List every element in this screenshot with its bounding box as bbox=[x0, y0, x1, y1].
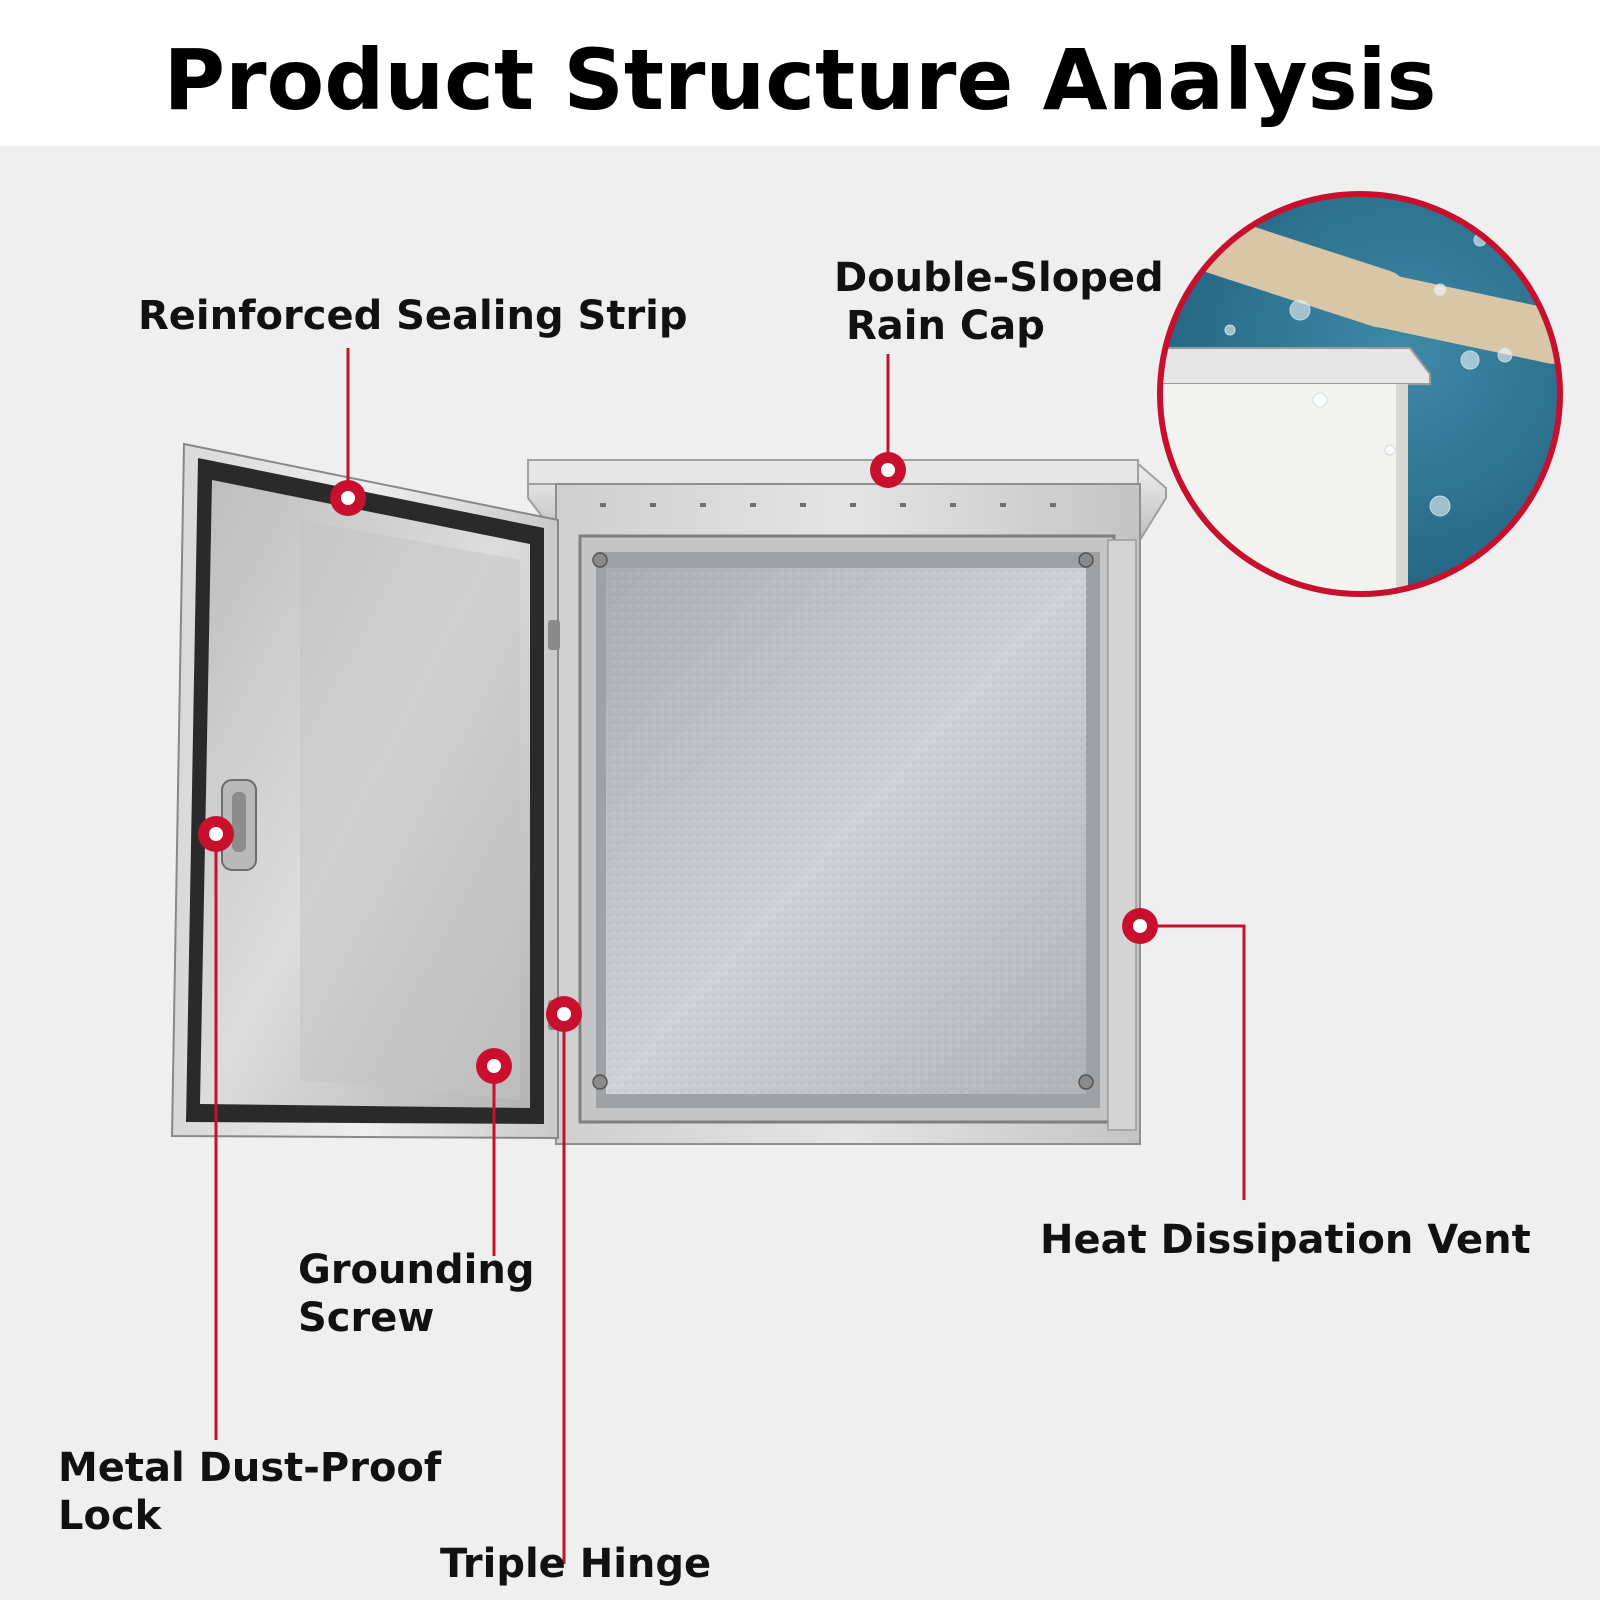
dust-proof-lock-label-line2: Lock bbox=[58, 1493, 162, 1539]
rain-cap-label-line2: Rain Cap bbox=[846, 303, 1045, 349]
diagram-area bbox=[0, 146, 1600, 1600]
leader-lines bbox=[214, 348, 1246, 1564]
enclosure-body bbox=[555, 483, 1141, 1145]
grounding-screw-label-line1: Grounding bbox=[298, 1247, 535, 1293]
callout-dot-icon bbox=[546, 996, 582, 1032]
enclosure-door bbox=[170, 442, 560, 1140]
grounding-screw-label-line2: Screw bbox=[298, 1295, 435, 1341]
triple-hinge-label: Triple Hinge bbox=[440, 1541, 712, 1587]
enclosure-illustration bbox=[170, 191, 1563, 1564]
callout-dot-icon bbox=[870, 452, 906, 488]
callout-dot-icon bbox=[198, 816, 234, 852]
callout-dot-icon bbox=[330, 480, 366, 516]
dust-proof-lock-label-line1: Metal Dust-Proof bbox=[58, 1445, 442, 1491]
page-title: Product Structure Analysis bbox=[163, 31, 1437, 129]
header: Product Structure Analysis bbox=[0, 0, 1600, 146]
heat-vent-label: Heat Dissipation Vent bbox=[1040, 1217, 1531, 1263]
rain-cap-label-line1: Double-Sloped bbox=[834, 255, 1164, 301]
callout-dot-icon bbox=[1122, 908, 1158, 944]
callout-dot-icon bbox=[476, 1048, 512, 1084]
rain-cap-closeup bbox=[1157, 191, 1563, 597]
vent-slots bbox=[600, 503, 1056, 507]
sealing-strip-label: Reinforced Sealing Strip bbox=[138, 293, 688, 339]
door-lock-icon bbox=[221, 779, 257, 871]
callout-dots bbox=[198, 452, 1158, 1084]
